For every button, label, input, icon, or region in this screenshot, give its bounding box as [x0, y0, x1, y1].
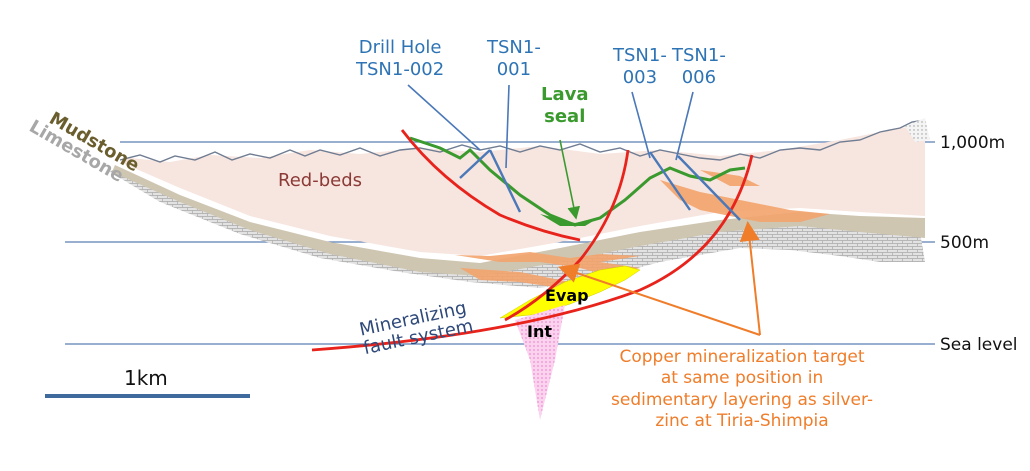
leader-tsn1-006 — [675, 91, 694, 161]
lava-seal-fill — [540, 214, 600, 226]
fault-middle — [504, 149, 630, 322]
label-evap: Evap — [545, 286, 589, 305]
intrusive-body — [515, 305, 565, 420]
label-drill-hole: Drill Hole TSN1-002 — [356, 37, 445, 80]
drill-hole-tsn1-003 — [649, 151, 691, 211]
mineralization-lower — [455, 252, 640, 288]
leader-tsn1-003 — [631, 91, 651, 159]
label-lava-seal: Lava seal — [541, 84, 589, 127]
arrow-to-target-upper — [739, 221, 761, 336]
topography-line — [119, 119, 926, 163]
label-int: Int — [527, 322, 552, 341]
label-tsn1-003: TSN1- 003 — [613, 45, 667, 88]
arrow-to-target-lower — [558, 263, 761, 336]
fault-left — [400, 129, 581, 242]
label-sea-level: Sea level — [940, 335, 1018, 355]
label-500m: 500m — [940, 233, 990, 253]
drill-hole-tsn1-001 — [488, 149, 522, 213]
label-scale: 1km — [124, 366, 168, 390]
drill-hole-tsn1-006 — [677, 155, 741, 221]
label-red-beds: Red-beds — [278, 170, 362, 191]
leader-drill-hole — [407, 84, 481, 151]
leader-tsn1-001 — [505, 84, 510, 169]
leader-lava-seal — [559, 139, 581, 220]
red-beds-layer — [120, 125, 925, 256]
fault-main — [311, 154, 754, 352]
label-tsn1-006: TSN1- 006 — [672, 45, 726, 88]
label-1000m: 1,000m — [940, 133, 1006, 153]
label-copper-target: Copper mineralization target at same pos… — [611, 347, 874, 431]
label-tsn1-001: TSN1- 001 — [487, 37, 541, 80]
mudstone-layer — [112, 165, 925, 276]
mineralization-upper — [660, 170, 830, 222]
drill-hole-tsn1-002 — [459, 149, 491, 179]
surface-deposit — [905, 118, 930, 142]
